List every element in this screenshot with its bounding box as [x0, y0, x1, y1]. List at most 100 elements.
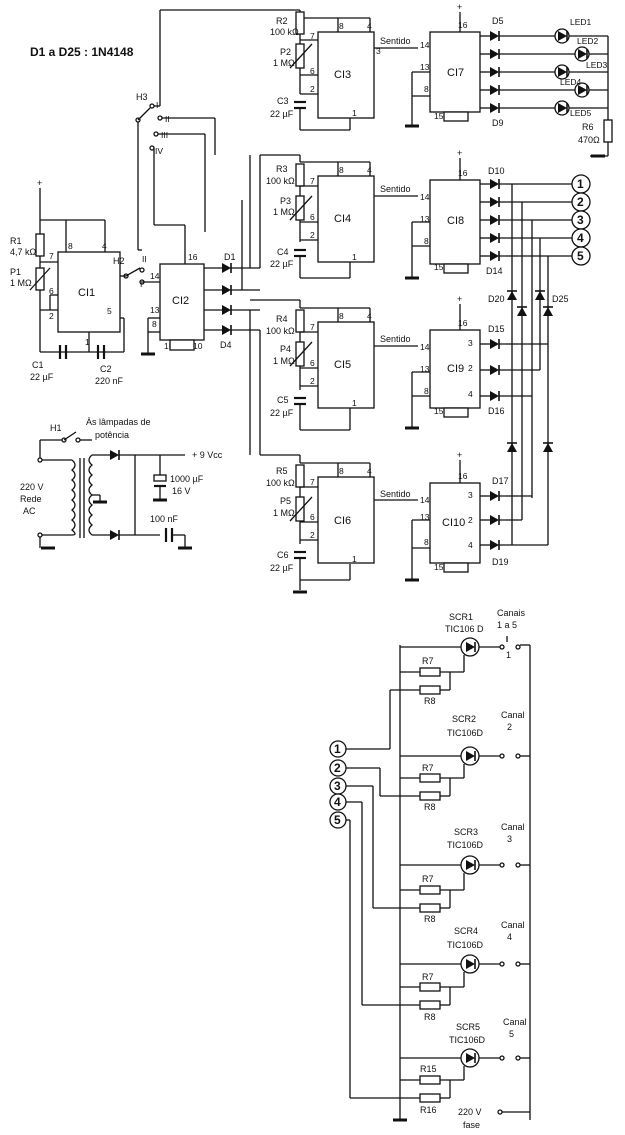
d16-label: D16	[488, 406, 505, 416]
d19-label: D19	[492, 557, 509, 567]
svg-text:1: 1	[85, 337, 90, 347]
c1-value: 22 µF	[30, 372, 54, 382]
counter-ci8: + CI8 16 14 13 8 15 D10 D14 1 2 3 4	[403, 148, 591, 280]
svg-text:6: 6	[310, 512, 315, 522]
d17-label: D17	[492, 476, 509, 486]
r4-label: R4	[276, 314, 288, 324]
r5-resistor	[295, 464, 305, 488]
ch2-title: Canal	[501, 710, 525, 720]
output-num-4: 4	[577, 231, 584, 245]
svg-text:8: 8	[424, 537, 429, 547]
ch5-ra: R15	[420, 1064, 437, 1074]
sentido-3: Sentido	[380, 36, 411, 46]
ch2-num: 2	[507, 722, 512, 732]
ch1-pin: 1	[506, 650, 511, 660]
ci8-chip	[429, 179, 481, 265]
ci5-label: CI5	[334, 359, 351, 371]
svg-text:II: II	[165, 114, 170, 124]
ch3-ra: R7	[422, 874, 434, 884]
p1-label: P1	[10, 267, 21, 277]
p3-pot	[295, 195, 305, 221]
svg-text:+: +	[457, 2, 462, 12]
sentido-6: Sentido	[380, 489, 411, 499]
r5-label: R5	[276, 466, 288, 476]
h2-label: H2	[113, 256, 125, 266]
r2-value: 100 kΩ	[270, 27, 299, 37]
sentido-4: Sentido	[380, 184, 411, 194]
svg-text:16: 16	[458, 318, 468, 328]
r1-value: 4,7 kΩ	[10, 247, 37, 257]
c6-value: 22 µF	[270, 563, 294, 573]
diode-note: D1 a D25 : 1N4148	[30, 45, 134, 59]
ci8-label: CI8	[447, 215, 464, 227]
svg-text:15: 15	[434, 262, 444, 272]
svg-text:7: 7	[310, 322, 315, 332]
ch2-ra: R7	[422, 763, 434, 773]
counter-ci9: + CI9 16 14 13 8 15 3 2 4 D15 D16	[403, 294, 548, 430]
scr1-part: TIC106 D	[445, 624, 484, 634]
svg-text:13: 13	[420, 512, 430, 522]
scr5-label: SCR5	[456, 1022, 480, 1032]
scr2-label: SCR2	[452, 714, 476, 724]
scr-input-1: 1	[334, 742, 341, 756]
svg-text:8: 8	[424, 84, 429, 94]
ci6-chip	[317, 476, 375, 564]
r6-label: R6	[582, 122, 594, 132]
phase-label-2: fase	[463, 1120, 480, 1130]
ch1-num: 1 a 5	[497, 620, 517, 630]
sentido-5: Sentido	[380, 334, 411, 344]
svg-text:+: +	[37, 178, 42, 188]
p3-value: 1 MΩ	[273, 207, 295, 217]
scr-section: 220 V fase	[391, 644, 531, 1130]
svg-text:16: 16	[458, 168, 468, 178]
svg-text:4: 4	[367, 466, 372, 476]
svg-text:4: 4	[367, 311, 372, 321]
c4-value: 22 µF	[270, 259, 294, 269]
led5-label: LED5	[570, 108, 592, 118]
ci4-label: CI4	[334, 213, 351, 225]
d20-label: D20	[488, 294, 505, 304]
svg-text:2: 2	[310, 84, 315, 94]
svg-text:15: 15	[164, 341, 174, 351]
svg-text:8: 8	[68, 241, 73, 251]
svg-text:15: 15	[434, 406, 444, 416]
r1-resistor	[35, 233, 45, 257]
p5-value: 1 MΩ	[273, 508, 295, 518]
r6-resistor	[603, 119, 613, 143]
svg-text:+: +	[457, 148, 462, 158]
d25-label: D25	[552, 294, 569, 304]
scr5-part: TIC106D	[449, 1035, 486, 1045]
svg-text:16: 16	[458, 471, 468, 481]
svg-text:+: +	[457, 450, 462, 460]
ci9-chip	[429, 329, 481, 409]
d1-label: D1	[224, 252, 236, 262]
svg-text:14: 14	[420, 40, 430, 50]
ch1-title: Canais	[497, 608, 526, 618]
output-num-5: 5	[577, 249, 584, 263]
svg-text:8: 8	[339, 165, 344, 175]
svg-text:+: +	[457, 294, 462, 304]
c3-value: 22 µF	[270, 109, 294, 119]
c5-label: C5	[277, 395, 289, 405]
ch5-title: Canal	[503, 1017, 527, 1027]
scr-input-4: 4	[334, 795, 341, 809]
cap-big-1: 1000 µF	[170, 474, 204, 484]
svg-text:3: 3	[468, 490, 473, 500]
ci10-label: CI10	[442, 517, 465, 529]
svg-text:16: 16	[188, 252, 198, 262]
svg-text:7: 7	[310, 477, 315, 487]
c4-label: C4	[277, 247, 289, 257]
c5-value: 22 µF	[270, 408, 294, 418]
p4-label: P4	[280, 344, 291, 354]
d4-label: D4	[220, 340, 232, 350]
scr2-part: TIC106D	[447, 728, 484, 738]
svg-text:13: 13	[420, 214, 430, 224]
svg-text:2: 2	[468, 515, 473, 525]
ci4-chip	[317, 175, 375, 263]
vcc-label: + 9 Vcc	[192, 450, 223, 460]
diode-bus: D20 D25	[488, 184, 569, 545]
r4-value: 100 kΩ	[266, 326, 295, 336]
